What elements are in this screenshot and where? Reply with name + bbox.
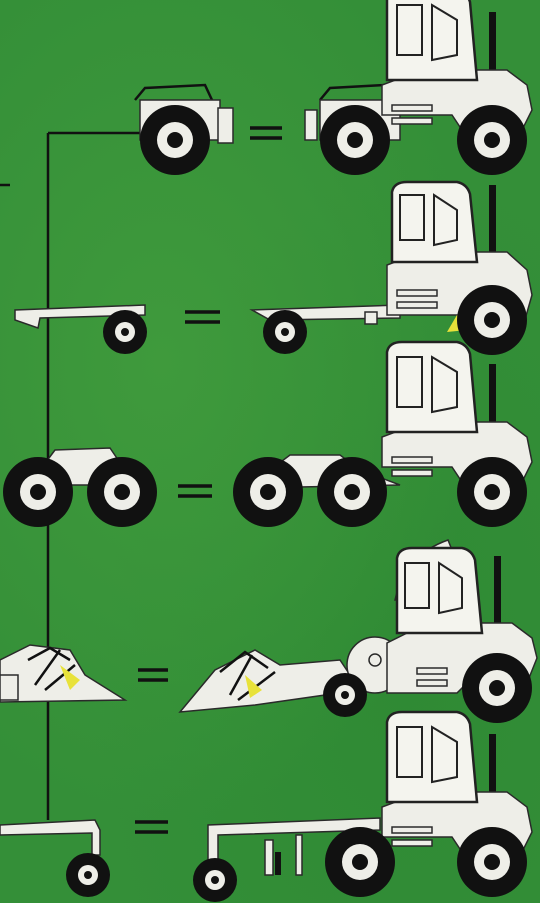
- equals-sign: [135, 822, 168, 832]
- module-loader-frame: [0, 820, 110, 897]
- equals-sign: [178, 486, 212, 496]
- equals-sign: [185, 312, 220, 322]
- module-tandem-axle: [3, 448, 157, 527]
- tractor-with-header: [180, 540, 537, 723]
- tractor-with-trailer: [252, 182, 532, 355]
- equals-sign: [250, 128, 282, 138]
- tractor-with-tandem: [233, 342, 532, 527]
- module-harvester-header: [0, 645, 125, 702]
- tractor-with-hitch: [305, 0, 532, 175]
- row-4: [0, 540, 537, 723]
- row-1: [135, 0, 532, 175]
- row-5: [0, 712, 532, 902]
- row-3: [3, 342, 532, 527]
- equals-sign: [138, 670, 168, 680]
- module-rear-hitch: [135, 85, 233, 175]
- module-trailer-platform: [15, 305, 147, 354]
- tractor-with-loader: [193, 712, 532, 902]
- row-2: [15, 182, 532, 355]
